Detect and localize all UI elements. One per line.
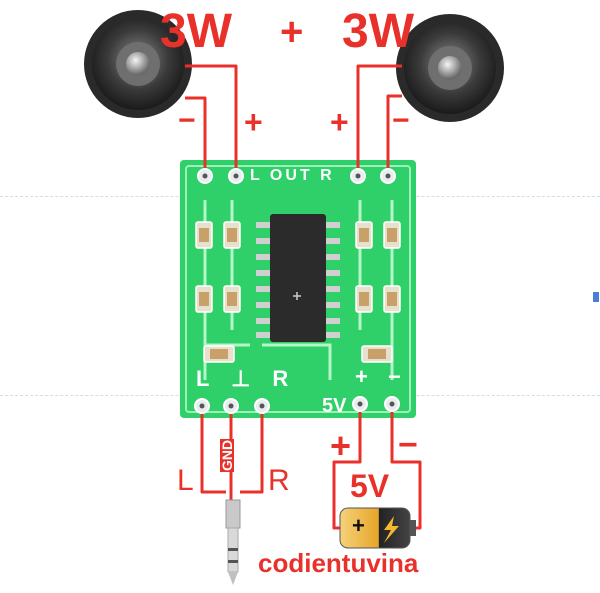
power-voltage-label: 5V xyxy=(350,468,390,504)
amplifier-chip xyxy=(270,214,326,342)
right-power-label: 3W xyxy=(342,5,414,58)
battery xyxy=(339,507,416,549)
power-plus-sign: + xyxy=(280,10,304,54)
watermark-text: codientuvina xyxy=(258,548,419,578)
board-out-label: L OUT R xyxy=(250,167,335,184)
board-supply-label: 5V xyxy=(322,395,347,417)
left-speaker-plus: + xyxy=(244,104,263,140)
power-plus-label: + xyxy=(330,425,352,466)
board-input-label: L ⊥ R xyxy=(196,366,297,391)
battery-plus-label: + xyxy=(352,513,365,538)
right-speaker-minus: − xyxy=(392,104,410,137)
amplifier-board xyxy=(180,160,416,418)
audio-left-label: L xyxy=(177,464,194,497)
audio-right-label: R xyxy=(268,464,290,497)
audio-ground-label: GND xyxy=(219,438,235,472)
left-speaker-minus: − xyxy=(178,104,196,137)
edge-marker xyxy=(593,292,599,302)
left-speaker xyxy=(84,10,192,118)
wires xyxy=(185,64,422,530)
right-speaker-plus: + xyxy=(330,104,349,140)
left-power-label: 3W xyxy=(160,5,232,58)
right-speaker xyxy=(396,14,504,122)
board-supply-minus: − xyxy=(388,364,401,389)
power-minus-label: − xyxy=(398,426,418,464)
audio-jack xyxy=(225,499,241,585)
board-supply-plus: + xyxy=(355,364,368,389)
